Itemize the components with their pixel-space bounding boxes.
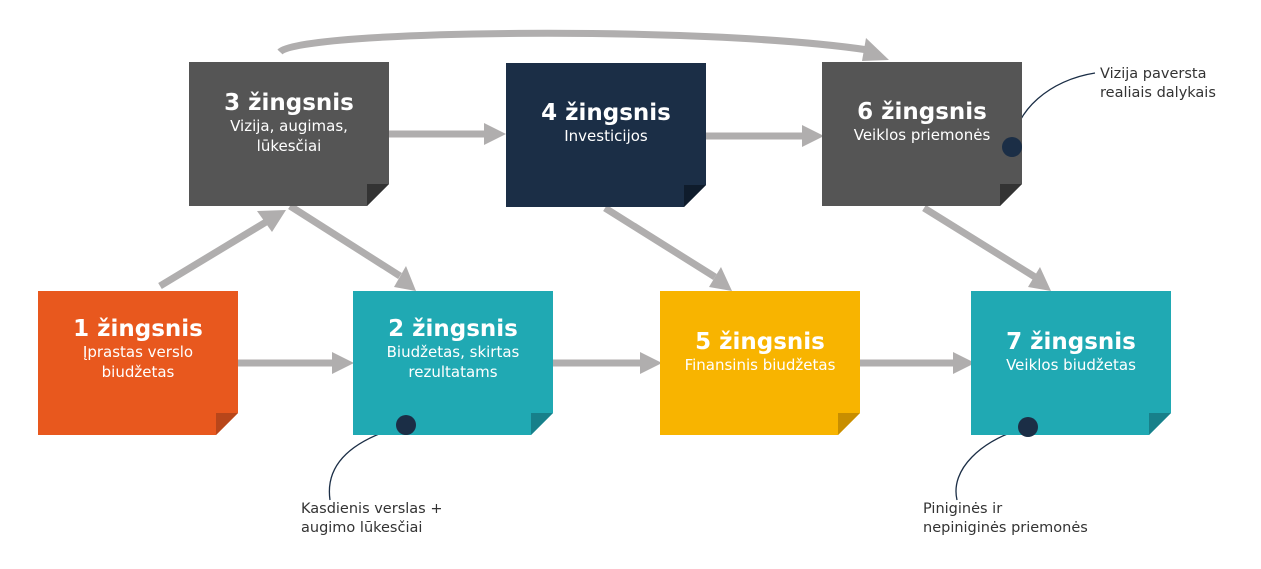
arrowhead-1-to-3 [257, 210, 286, 232]
callout-text-2: Kasdienis verslas + augimo lūkesčiai [301, 501, 443, 536]
step-1-subtitle: Įprastas verslo biudžetas [83, 342, 193, 382]
step-7-box: 7 žingsnis Veiklos biudžetas [971, 291, 1171, 435]
arrowhead-3-to-4 [484, 123, 506, 145]
step-4-fold-corner [684, 185, 706, 207]
step-4-box: 4 žingsnis Investicijos [506, 63, 706, 207]
step-1-subtitle-text: Įprastas verslo biudžetas [82, 343, 194, 381]
arrowhead-3-to-2 [394, 266, 416, 291]
step-3-box: 3 žingsnis Vizija, augimas, lūkesčiai [189, 62, 389, 206]
step-4-subtitle: Investicijos [564, 127, 648, 145]
step-3-title: 3 žingsnis [224, 90, 354, 116]
arrow-4-to-5 [603, 205, 717, 280]
arrowhead-5-to-7 [953, 352, 975, 374]
callout-text-7: Piniginės ir nepiniginės priemonės [923, 501, 1088, 536]
step-6-subtitle: Veiklos priemonės [853, 126, 991, 144]
step-2-fold-corner [531, 413, 553, 435]
step-2-box: 2 žingsnis Biudžetas, skirtas rezultatam… [353, 291, 553, 435]
step-5-subtitle: Finansinis biudžetas [684, 356, 836, 374]
step-6-title: 6 žingsnis [857, 99, 987, 125]
callout-text-6: Vizija paversta realiais dalykais [1100, 66, 1216, 101]
arrow-1-to-3 [158, 219, 268, 289]
step-7-title: 7 žingsnis [1006, 329, 1136, 355]
arrowhead-4-to-5 [709, 267, 732, 291]
step-5-title: 5 žingsnis [695, 329, 825, 355]
arrowhead-4-to-6 [802, 125, 824, 147]
step-2-subtitle: Biudžetas, skirtas rezultatams [386, 343, 520, 381]
arrow-3-to-6-curve [277, 29, 869, 55]
step-3-fold-corner [367, 184, 389, 206]
arrow-6-to-7 [922, 205, 1037, 280]
step-2-title: 2 žingsnis [388, 316, 518, 342]
step-4-title: 4 žingsnis [541, 100, 671, 126]
step-1-fold-corner [216, 413, 238, 435]
step-5-box: 5 žingsnis Finansinis biudžetas [660, 291, 860, 435]
step-1-title: 1 žingsnis [73, 316, 203, 342]
arrowhead-3-to-6 [862, 38, 889, 61]
arrowhead-6-to-7 [1028, 267, 1051, 291]
step-5-fold-corner [838, 413, 860, 435]
step-6-fold-corner [1000, 184, 1022, 206]
step-7-subtitle: Veiklos biudžetas [1006, 356, 1136, 374]
callout-line-6 [1011, 72, 1096, 148]
step-1-box: 1 žingsnis Įprastas verslo biudžetas [38, 291, 238, 435]
step-7-fold-corner [1149, 413, 1171, 435]
arrow-3-to-2 [288, 203, 402, 279]
arrowhead-1-to-2 [332, 352, 354, 374]
callout-line-7 [955, 426, 1029, 501]
step-3-subtitle: Vizija, augimas, lūkesčiai [230, 117, 348, 155]
callout-line-2 [328, 424, 407, 501]
step-6-box: 6 žingsnis Veiklos priemonės [822, 62, 1022, 206]
arrowhead-2-to-5 [640, 352, 662, 374]
